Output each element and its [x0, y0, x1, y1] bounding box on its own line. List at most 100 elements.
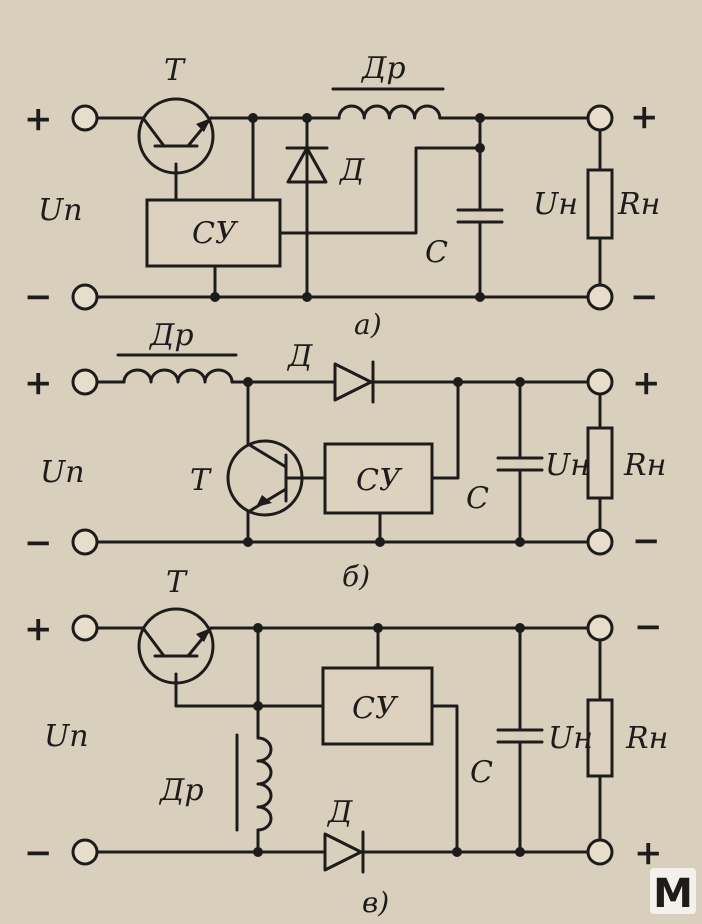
wire-b-feedback	[430, 380, 460, 480]
load-resistor-c	[586, 698, 614, 778]
label-b-capacitor: С	[466, 481, 489, 516]
label-c-load-voltage: Uн	[548, 721, 593, 756]
node-c-4	[253, 701, 263, 711]
label-c-diode: Д	[326, 795, 353, 830]
label-b-load-voltage: Uн	[545, 448, 590, 483]
terminal-a-out-minus	[586, 283, 614, 311]
label-a-diode: Д	[338, 153, 365, 188]
caption-b: б)	[342, 560, 370, 593]
label-b-diode: Д	[286, 339, 313, 374]
label-c-control-unit: СУ	[352, 691, 399, 726]
label-b-control-unit: СУ	[356, 463, 403, 498]
terminal-a-out-plus	[586, 104, 614, 132]
transistor-b	[226, 439, 304, 517]
label-a-input-voltage: Uп	[38, 193, 83, 228]
node-b-3	[515, 377, 525, 387]
brand-logo: M	[650, 868, 696, 917]
node-a-6	[302, 292, 312, 302]
diode-a	[285, 146, 329, 184]
label-b-in-minus: −	[24, 523, 53, 563]
label-b-choke: Др	[148, 318, 194, 353]
node-a-5	[210, 292, 220, 302]
wire-a-feedback	[278, 146, 482, 235]
node-a-7	[475, 292, 485, 302]
wire-c-cu-to-bottom	[430, 704, 459, 854]
control-unit-a	[145, 198, 282, 268]
label-a-choke: Др	[360, 51, 406, 86]
label-a-transistor: T	[164, 53, 186, 88]
circuit-a: + − + − T Др Д СУ С Uп Uн Rн а)	[24, 51, 660, 341]
label-c-load: Rн	[625, 721, 668, 756]
node-a-1	[248, 113, 258, 123]
terminal-c-out-bottom	[586, 838, 614, 866]
label-a-out-minus: −	[630, 277, 659, 317]
terminal-b-in-minus	[71, 528, 99, 556]
label-b-transistor: T	[190, 463, 212, 498]
load-resistor-a	[586, 168, 614, 240]
terminal-c-out-top	[586, 614, 614, 642]
label-a-load-voltage: Uн	[533, 187, 578, 222]
label-b-in-plus: +	[24, 363, 53, 403]
label-a-in-minus: −	[24, 277, 53, 317]
choke-c	[235, 733, 273, 832]
label-a-out-plus: +	[630, 97, 659, 137]
terminal-b-out-plus	[586, 368, 614, 396]
choke-a	[331, 87, 445, 120]
label-c-choke: Др	[158, 773, 204, 808]
label-c-transistor: T	[166, 565, 188, 600]
brand-logo-letter: M	[653, 871, 693, 917]
capacitor-c	[496, 728, 544, 744]
caption-c: в)	[362, 886, 389, 919]
label-c-in-minus: −	[24, 833, 53, 873]
node-c-3	[515, 623, 525, 633]
node-a-4	[475, 143, 485, 153]
node-b-5	[375, 537, 385, 547]
label-c-out-top: −	[634, 607, 663, 647]
label-b-load: Rн	[623, 448, 666, 483]
node-c-2	[373, 623, 383, 633]
brand-logo-badge	[650, 868, 696, 914]
control-unit-c	[321, 666, 434, 746]
label-c-in-plus: +	[24, 609, 53, 649]
label-c-input-voltage: Uп	[44, 719, 89, 754]
node-c-7	[515, 847, 525, 857]
node-a-2	[302, 113, 312, 123]
diode-b	[333, 360, 375, 404]
terminal-b-in-plus	[71, 368, 99, 396]
transistor-c	[137, 607, 215, 685]
terminal-b-out-minus	[586, 528, 614, 556]
wire-c-base-to-cu	[174, 672, 325, 708]
node-b-4	[243, 537, 253, 547]
label-a-load: Rн	[617, 187, 660, 222]
label-b-input-voltage: Uп	[40, 455, 85, 490]
control-unit-b	[323, 442, 434, 515]
label-c-out-bottom: +	[634, 833, 663, 873]
label-a-in-plus: +	[24, 99, 53, 139]
circuit-b: + − + − Др Д T СУ С Uп Uн Rн б)	[24, 318, 666, 593]
terminal-c-in-plus	[71, 614, 99, 642]
label-a-control-unit: СУ	[192, 216, 239, 251]
load-resistor-b	[586, 426, 614, 500]
caption-a: а)	[354, 308, 382, 341]
node-b-1	[243, 377, 253, 387]
terminal-a-in-minus	[71, 283, 99, 311]
capacitor-b	[496, 456, 544, 472]
label-b-out-minus: −	[632, 521, 661, 561]
label-a-capacitor: С	[425, 235, 448, 270]
choke-b	[116, 353, 238, 384]
node-b-6	[515, 537, 525, 547]
label-c-capacitor: С	[470, 755, 493, 790]
node-c-1	[253, 623, 263, 633]
node-b-2	[453, 377, 463, 387]
terminal-c-in-minus	[71, 838, 99, 866]
transistor-a	[137, 97, 215, 175]
terminal-a-in-plus	[71, 104, 99, 132]
node-a-3	[475, 113, 485, 123]
node-c-5	[253, 847, 263, 857]
circuit-c: + − − + T СУ Др Д С Uп Uн Rн в)	[24, 565, 668, 919]
capacitor-a	[456, 208, 504, 224]
node-c-6	[452, 847, 462, 857]
diode-c	[323, 830, 365, 874]
